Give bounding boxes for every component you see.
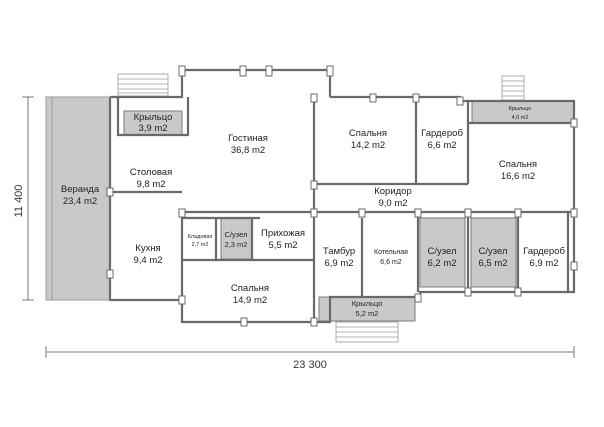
room-area: 5,5 m2 bbox=[268, 240, 297, 251]
room-name: Спальня bbox=[349, 128, 387, 139]
wall-posts bbox=[106, 65, 578, 327]
room-name: Котельная bbox=[374, 249, 408, 256]
dimension-length: 23 300 bbox=[293, 359, 327, 371]
room-name: Крыльцо bbox=[352, 299, 383, 308]
porch-top-left-area bbox=[123, 110, 183, 136]
room-area: 23,4 m2 bbox=[63, 196, 97, 207]
room-area: 9,8 m2 bbox=[136, 179, 165, 190]
room-name: Спальня bbox=[231, 283, 269, 294]
room-area: 6,9 m2 bbox=[529, 258, 558, 269]
room-name: Гардероб bbox=[421, 128, 463, 139]
room-name: Крыльцо bbox=[134, 112, 173, 123]
room-area: 14,2 m2 bbox=[351, 140, 385, 151]
room-name: Гардероб bbox=[523, 246, 565, 257]
room-name: Кухня bbox=[135, 243, 160, 254]
dimension-width: 11 400 bbox=[13, 185, 25, 218]
room-area: 9,4 m2 bbox=[133, 255, 162, 266]
room-area: 9,0 m2 bbox=[378, 198, 407, 209]
room-area: 4,0 m2 bbox=[512, 115, 529, 121]
room-area: 6,5 m2 bbox=[478, 258, 507, 269]
room-name: С/узел bbox=[225, 230, 248, 239]
room-name: Столовая bbox=[130, 167, 172, 178]
room-name: Тамбур bbox=[323, 246, 355, 257]
bath-2-area bbox=[470, 217, 517, 288]
room-area: 6,6 m2 bbox=[380, 259, 402, 266]
room-area: 2,3 m2 bbox=[225, 240, 248, 249]
room-area: 36,8 m2 bbox=[231, 145, 265, 156]
room-area: 14,9 m2 bbox=[233, 295, 267, 306]
shaded-areas bbox=[45, 96, 575, 322]
room-name: С/узел bbox=[427, 246, 456, 257]
room-name: Прихожая bbox=[261, 228, 305, 239]
dimension-lines bbox=[22, 96, 575, 358]
room-name: Крыльцо bbox=[509, 106, 531, 112]
stairs-bottom bbox=[335, 321, 399, 343]
room-area: 3,9 m2 bbox=[138, 123, 167, 134]
room-name: Спальня bbox=[499, 159, 537, 170]
room-area: 6,6 m2 bbox=[427, 140, 456, 151]
stairs-top-left bbox=[117, 73, 169, 97]
stairs-top-right bbox=[501, 75, 525, 101]
room-labels: Крыльцо 3,9 m2 Гостиная 36,8 m2 Спальня … bbox=[61, 106, 566, 318]
bath-1-area bbox=[419, 217, 466, 288]
room-area: 6,2 m2 bbox=[427, 258, 456, 269]
room-name: С/узел bbox=[478, 246, 507, 257]
room-name: Веранда bbox=[61, 184, 100, 195]
room-area: 2,7 m2 bbox=[192, 242, 209, 248]
room-area: 6,9 m2 bbox=[324, 258, 353, 269]
room-area: 5,2 m2 bbox=[356, 309, 379, 318]
room-name: Кладовая bbox=[188, 234, 213, 240]
room-area: 16,6 m2 bbox=[501, 171, 535, 182]
room-name: Гостиная bbox=[228, 133, 268, 144]
room-name: Коридор bbox=[374, 186, 412, 197]
